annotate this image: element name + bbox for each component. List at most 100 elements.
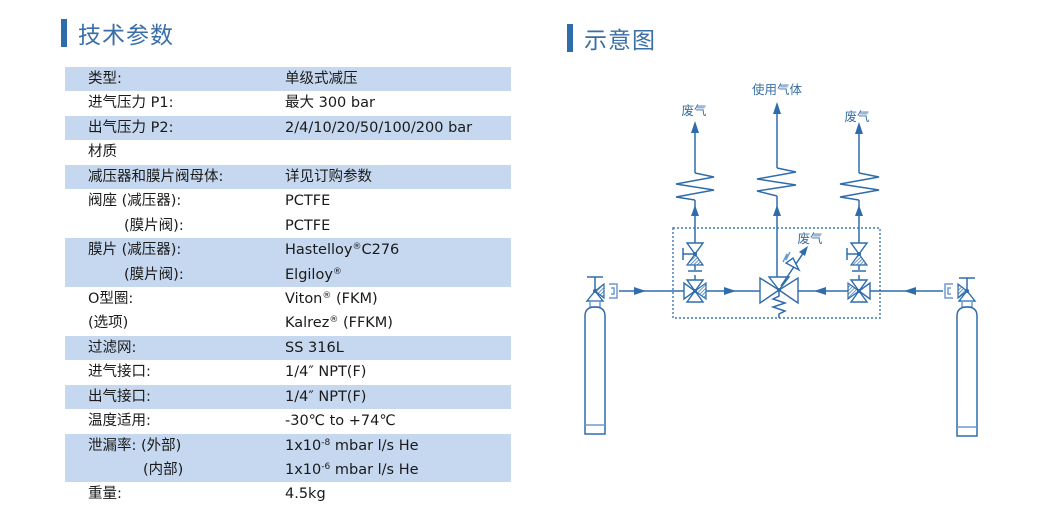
spec-row: 进气压力 P1: 最大 300 bar (65, 91, 511, 115)
spec-row: 减压器和膜片阀母体: 详见订购参数 (65, 164, 511, 191)
spec-value: Kalrez® (FFKM) (285, 311, 393, 337)
arrow-left-icon (904, 287, 916, 295)
right-3way-valve-icon (847, 279, 871, 303)
spec-label: 出气压力 P2: (88, 119, 174, 136)
flexible-hose-icon (839, 172, 880, 201)
spec-row: 膜片 (减压器): Hastelloy®C276 (65, 238, 511, 264)
spec-label: (膜片阀): (124, 217, 184, 234)
spec-value: 详见订购参数 (285, 165, 372, 191)
spec-value: 1/4″ NPT(F) (285, 360, 366, 386)
spec-label: 过滤网: (88, 339, 137, 356)
flexible-hose-icon (756, 167, 797, 197)
arrow-up-icon (855, 205, 863, 216)
spec-row: 泄漏率: (外部) 1x10-8 mbar l/s He (65, 433, 511, 460)
outlet-gas-label: 使用气体 (752, 82, 803, 97)
spec-value-text: Viton (285, 290, 323, 307)
spec-label: 材质 (88, 144, 117, 161)
left-3way-valve-icon (683, 279, 707, 303)
spec-value-superscript: -8 (321, 437, 331, 448)
spec-row: 类型: 单级式减压 (65, 67, 511, 93)
vent-left-label: 废气 (681, 103, 707, 118)
spec-label: O型圈: (88, 290, 134, 307)
left-gas-cylinder-icon (584, 276, 618, 435)
arrow-right-icon (724, 287, 736, 295)
spec-row: 材质 (65, 140, 511, 164)
pressure-regulator-icon (759, 276, 799, 318)
right-vent-valve-icon (846, 242, 869, 280)
spec-value-text: PCTFE (285, 217, 331, 234)
spec-value-text: 详见订购参数 (285, 168, 372, 185)
spec-value: Hastelloy®C276 (285, 238, 399, 264)
arrow-up-icon (855, 122, 863, 134)
spring-icon (770, 290, 788, 318)
specs-section-title: 技术参数 (61, 16, 174, 50)
main-gas-line (619, 287, 943, 295)
spec-value-text: PCTFE (285, 193, 331, 210)
spec-value: 1x10-6 mbar l/s He (285, 458, 419, 484)
specs-title-text: 技术参数 (78, 23, 174, 49)
spec-label: 阀座 (减压器): (88, 193, 182, 210)
spec-value-text: 1/4″ NPT(F) (285, 364, 367, 381)
spec-label: (内部) (143, 462, 184, 478)
diagram-title-text: 示意图 (584, 28, 656, 54)
arrow-up-icon (773, 102, 781, 114)
relief-vent-label: 废气 (797, 231, 823, 246)
spec-label: 泄漏率: (外部) (88, 437, 182, 454)
spec-value-text: 2/4/10/20/50/100/200 bar (285, 119, 473, 136)
spec-row: (内部) 1x10-6 mbar l/s He (65, 458, 511, 484)
spec-row: O型圈: Viton® (FKM) (65, 287, 511, 311)
left-vent-valve-icon (682, 242, 705, 280)
spec-value: -30℃ to +74℃ (285, 409, 396, 435)
spec-value-text: 1/4″ NPT(F) (285, 388, 367, 405)
spec-value-text: 4.5kg (285, 486, 326, 503)
spec-value-superscript: ® (322, 290, 332, 301)
spec-label: 重量: (88, 486, 122, 503)
spec-label: 减压器和膜片阀母体: (88, 168, 224, 185)
spec-row: 出气接口: 1/4″ NPT(F) (65, 384, 511, 411)
spec-value: PCTFE (285, 189, 330, 215)
relief-valve-icon (780, 246, 808, 287)
spec-value-text: 1x10 (285, 437, 322, 454)
spec-value-text: SS 316L (285, 339, 344, 356)
spec-row: 过滤网: SS 316L (65, 335, 511, 361)
arrow-up-icon (773, 205, 781, 216)
spec-value-superscript: ® (352, 242, 362, 253)
spec-label: 类型: (88, 71, 122, 87)
spec-label: (选项) (88, 315, 129, 332)
arrow-right-icon (634, 287, 646, 295)
spec-value-superscript: ® (329, 315, 339, 326)
spec-value: 2/4/10/20/50/100/200 bar (285, 116, 472, 142)
spec-label: 出气接口: (88, 388, 151, 405)
spec-value-suffix: mbar l/s He (330, 437, 419, 454)
title-accent-bar (567, 24, 573, 52)
vent-right-line (839, 122, 880, 243)
spec-value: 单级式减压 (285, 67, 358, 93)
arrow-up-icon (691, 121, 699, 133)
spec-value-text: 1x10 (285, 462, 322, 478)
arrow-up-right-icon (799, 246, 808, 256)
spec-value: Viton® (FKM) (285, 287, 378, 313)
spec-value-suffix: mbar l/s He (330, 462, 419, 478)
spec-value-text: 最大 300 bar (285, 95, 375, 112)
spec-value: PCTFE (285, 214, 330, 240)
spec-row: 进气接口: 1/4″ NPT(F) (65, 360, 511, 384)
spec-value-text: Hastelloy (285, 242, 353, 259)
spec-value-text: -30℃ to +74℃ (285, 413, 396, 430)
spec-value: 4.5kg (285, 482, 326, 508)
spec-row: 重量: 4.5kg (65, 482, 511, 506)
spec-value: Elgiloy® (285, 263, 342, 289)
spec-value-suffix: (FKM) (331, 290, 378, 307)
spec-row: 阀座 (减压器): PCTFE (65, 189, 511, 213)
specs-table: 类型: 单级式减压 进气压力 P1: 最大 300 bar 出气压力 P2: 2… (65, 67, 511, 507)
spec-label: 进气接口: (88, 364, 151, 381)
spec-label: (膜片阀): (124, 266, 184, 283)
spec-row: 出气压力 P2: 2/4/10/20/50/100/200 bar (65, 115, 511, 142)
spec-value-text: Kalrez (285, 315, 330, 332)
spec-value-suffix: C276 (361, 242, 400, 259)
spec-label: 膜片 (减压器): (88, 242, 182, 259)
vent-right-label: 废气 (844, 109, 870, 124)
spec-value: 1/4″ NPT(F) (285, 385, 366, 411)
arrow-up-icon (691, 205, 699, 216)
spec-value: 1x10-8 mbar l/s He (285, 434, 419, 460)
